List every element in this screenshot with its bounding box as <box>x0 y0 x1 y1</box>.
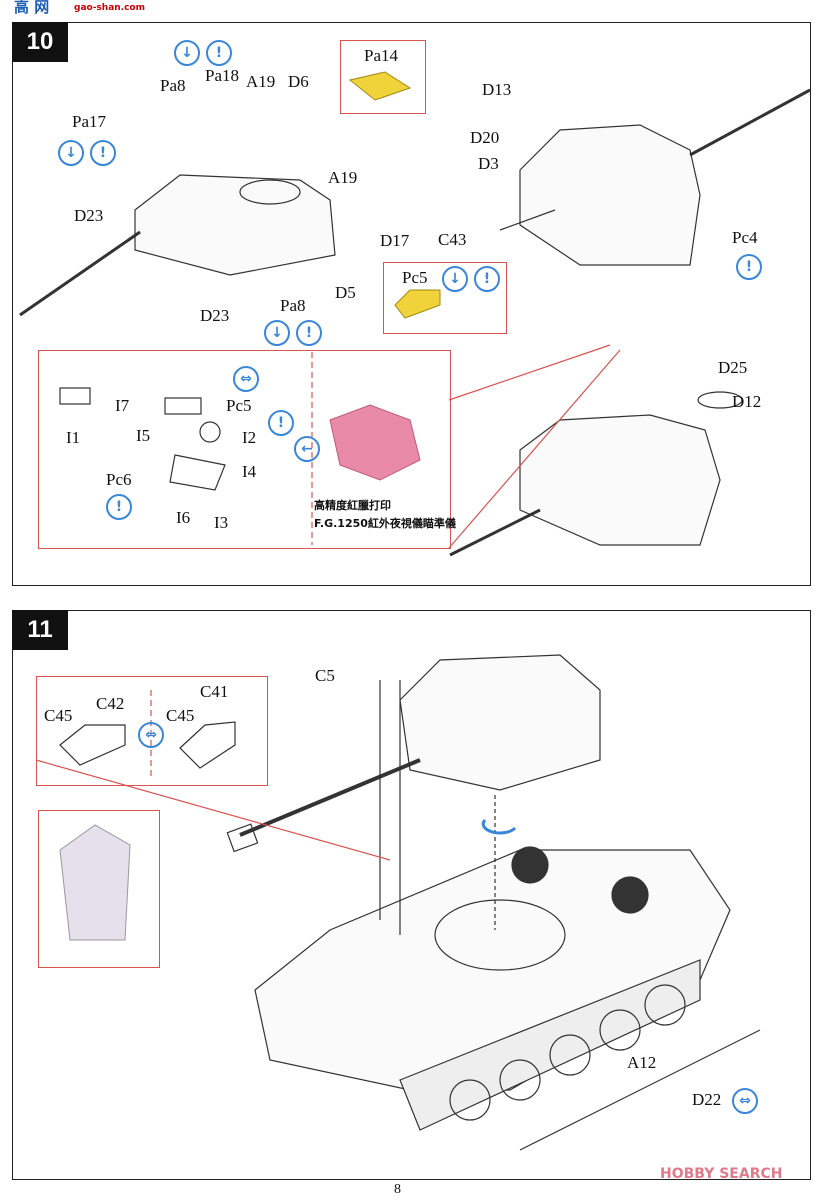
part-label: A19 <box>246 72 276 91</box>
both-sides-icon: ⇔ <box>732 1088 758 1114</box>
glue-icon: ! <box>206 40 232 66</box>
both-sides-icon: ⇔ <box>233 366 259 392</box>
glue-icon: ! <box>90 140 116 166</box>
part-label: D6 <box>288 72 309 91</box>
step-number: 10 <box>12 22 68 62</box>
arrow-down-icon: ↓ <box>264 320 290 346</box>
page-number: 8 <box>394 1182 401 1197</box>
part-label: Pc4 <box>732 228 758 247</box>
part-label: Pc6 <box>106 470 132 489</box>
part-callout-pa14 <box>340 40 426 114</box>
part-label: Pa14 <box>364 46 398 65</box>
part-label: D12 <box>732 392 762 411</box>
part-label: D3 <box>478 154 499 173</box>
part-label: D22 <box>692 1090 722 1109</box>
part-label: C43 <box>438 230 467 249</box>
arrow-down-icon: ↓ <box>174 40 200 66</box>
part-label: C42 <box>96 694 125 713</box>
resin-note: F.G.1250紅外夜視儀瞄準儀 <box>314 517 456 530</box>
arrow-down-icon: ↓ <box>442 266 468 292</box>
part-label: Pa8 <box>160 76 186 95</box>
glue-icon: ! <box>106 494 132 520</box>
part-label: I2 <box>242 428 257 447</box>
part-label: I7 <box>115 396 130 415</box>
part-label: Pc5 <box>402 268 428 287</box>
part-label: I6 <box>176 508 191 527</box>
part-label: Pc5 <box>226 396 252 415</box>
part-label: Pa18 <box>205 66 239 85</box>
step-11-panel <box>12 610 811 1180</box>
watermark-hobbysearch: HOBBY SEARCH <box>660 1166 783 1182</box>
glue-icon: ! <box>474 266 500 292</box>
part-pc5-image <box>394 289 441 319</box>
clip-detail-inset <box>36 676 268 786</box>
part-label: C45 <box>166 706 195 725</box>
part-label: I5 <box>136 426 151 445</box>
part-label: D20 <box>470 128 500 147</box>
part-label: Pa8 <box>280 296 306 315</box>
rotate-icon <box>481 818 517 835</box>
watermark-url: gao-shan.com <box>74 3 145 13</box>
part-label: I4 <box>242 462 257 481</box>
step-number: 11 <box>12 610 68 650</box>
part-label: D13 <box>482 80 512 99</box>
part-label: D23 <box>200 306 230 325</box>
part-label: D25 <box>718 358 748 377</box>
arrow-down-icon: ↓ <box>58 140 84 166</box>
resin-note: 高精度紅臘打印 <box>314 499 391 512</box>
part-label: Pa17 <box>72 112 106 131</box>
part-label: D17 <box>380 231 410 250</box>
part-label: I3 <box>214 513 229 532</box>
resin-sight-image <box>329 404 421 481</box>
glue-icon: ! <box>296 320 322 346</box>
watermark-logo: 高 网 <box>14 0 50 16</box>
glue-icon: ! <box>268 410 294 436</box>
part-label: C45 <box>44 706 73 725</box>
both-sides-icon: ⇔ <box>138 722 164 748</box>
part-pa14-image <box>348 71 412 101</box>
part-photo-image <box>59 824 131 941</box>
part-label: C5 <box>315 666 335 685</box>
part-label: I1 <box>66 428 81 447</box>
part-label: A12 <box>627 1053 657 1072</box>
clip-photo-inset <box>38 810 160 968</box>
part-callout-pc5 <box>383 262 507 334</box>
step-10-panel <box>12 22 811 586</box>
part-label: C41 <box>200 682 229 701</box>
part-label: D5 <box>335 283 356 302</box>
part-label: D23 <box>74 206 104 225</box>
arrow-left-icon: ← <box>294 436 320 462</box>
part-label: A19 <box>328 168 358 187</box>
sight-detail-inset <box>38 350 451 549</box>
glue-icon: ! <box>736 254 762 280</box>
